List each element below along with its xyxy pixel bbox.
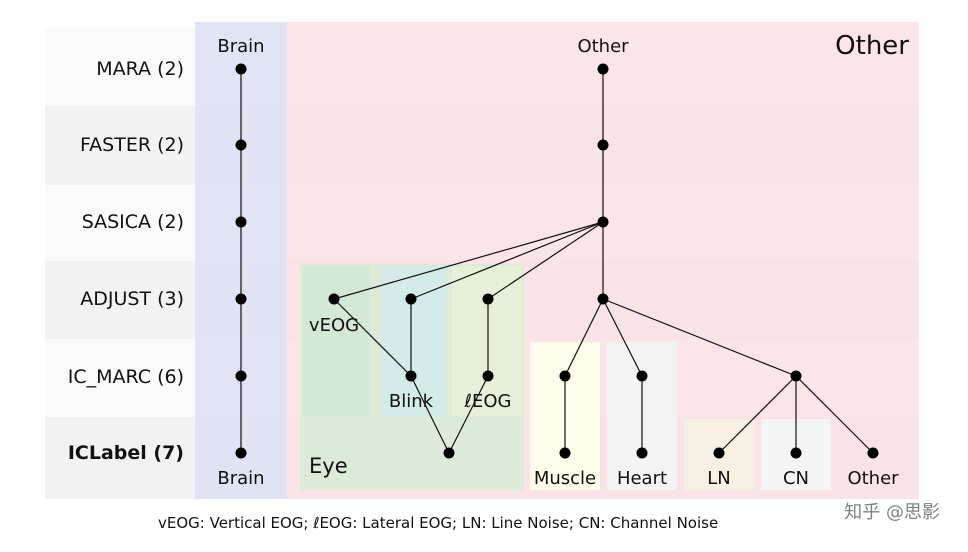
node-other-icmarc bbox=[790, 370, 802, 382]
label-eye-region: Eye bbox=[309, 454, 348, 478]
edge-sasica-blink bbox=[410, 221, 604, 300]
node-labels: Brain Other Other vEOG Blink ℓEOG Eye Br… bbox=[217, 31, 909, 489]
label-muscle: Muscle bbox=[534, 468, 596, 489]
edge-adjust-heart bbox=[602, 298, 643, 377]
edge-blink-eye bbox=[410, 375, 450, 454]
node-eye bbox=[443, 447, 455, 459]
label-brain-bottom: Brain bbox=[217, 468, 264, 489]
node-leog bbox=[482, 370, 494, 382]
node-ln bbox=[713, 447, 725, 459]
node-brain-sasica bbox=[235, 216, 247, 228]
label-cn: CN bbox=[783, 468, 809, 489]
label-brain-top: Brain bbox=[217, 36, 264, 57]
edge-adjust-other bbox=[602, 298, 797, 377]
node-other-adjust bbox=[597, 293, 609, 305]
node-veog bbox=[328, 293, 340, 305]
label-blink: Blink bbox=[389, 391, 434, 412]
blink-region bbox=[382, 266, 446, 416]
edge-other-ln bbox=[718, 375, 797, 454]
label-ln: LN bbox=[707, 468, 731, 489]
label-veog: vEOG bbox=[309, 315, 359, 336]
row-label-sasica: SASICA (2) bbox=[82, 211, 184, 233]
label-other-top: Other bbox=[577, 36, 629, 57]
row-labels: MARA (2) FASTER (2) SASICA (2) ADJUST (3… bbox=[68, 58, 184, 464]
row-label-faster: FASTER (2) bbox=[80, 134, 184, 156]
label-leog: ℓEOG bbox=[464, 391, 512, 412]
edges bbox=[240, 69, 874, 454]
node-other-sasica bbox=[597, 216, 609, 228]
nodes bbox=[235, 63, 879, 459]
leog-region bbox=[452, 266, 522, 416]
node-muscle-icmarc bbox=[559, 370, 571, 382]
veog-region bbox=[303, 266, 370, 416]
label-other-region: Other bbox=[835, 31, 909, 61]
node-cn bbox=[790, 447, 802, 459]
node-other-mara bbox=[597, 63, 609, 75]
node-leog-adjust bbox=[482, 293, 494, 305]
node-other-iclabel bbox=[867, 447, 879, 459]
caption: vEOG: Vertical EOG; ℓEOG: Lateral EOG; L… bbox=[158, 514, 718, 532]
node-other-faster bbox=[597, 139, 609, 151]
node-brain-adjust bbox=[235, 293, 247, 305]
node-brain-mara bbox=[235, 63, 247, 75]
node-brain-icmarc bbox=[235, 370, 247, 382]
edge-adjust-muscle bbox=[564, 298, 604, 377]
node-heart bbox=[636, 447, 648, 459]
watermark: 知乎 @思影 bbox=[844, 502, 940, 523]
node-blink bbox=[405, 370, 417, 382]
row-label-adjust: ADJUST (3) bbox=[80, 288, 184, 310]
node-brain-faster bbox=[235, 139, 247, 151]
node-blink-adjust bbox=[405, 293, 417, 305]
row-label-mara: MARA (2) bbox=[96, 58, 184, 80]
edge-veog-blink bbox=[333, 298, 412, 377]
node-muscle bbox=[559, 447, 571, 459]
row-label-icmarc: IC_MARC (6) bbox=[68, 366, 184, 388]
label-heart: Heart bbox=[617, 468, 667, 489]
edge-other-other bbox=[795, 375, 874, 454]
edge-sasica-leog bbox=[487, 221, 604, 300]
edge-sasica-veog bbox=[333, 221, 604, 300]
node-brain-iclabel bbox=[235, 447, 247, 459]
edge-leog-eye bbox=[448, 375, 489, 454]
row-label-iclabel: ICLabel (7) bbox=[68, 442, 184, 464]
node-heart-icmarc bbox=[636, 370, 648, 382]
label-other-bottom: Other bbox=[847, 468, 899, 489]
